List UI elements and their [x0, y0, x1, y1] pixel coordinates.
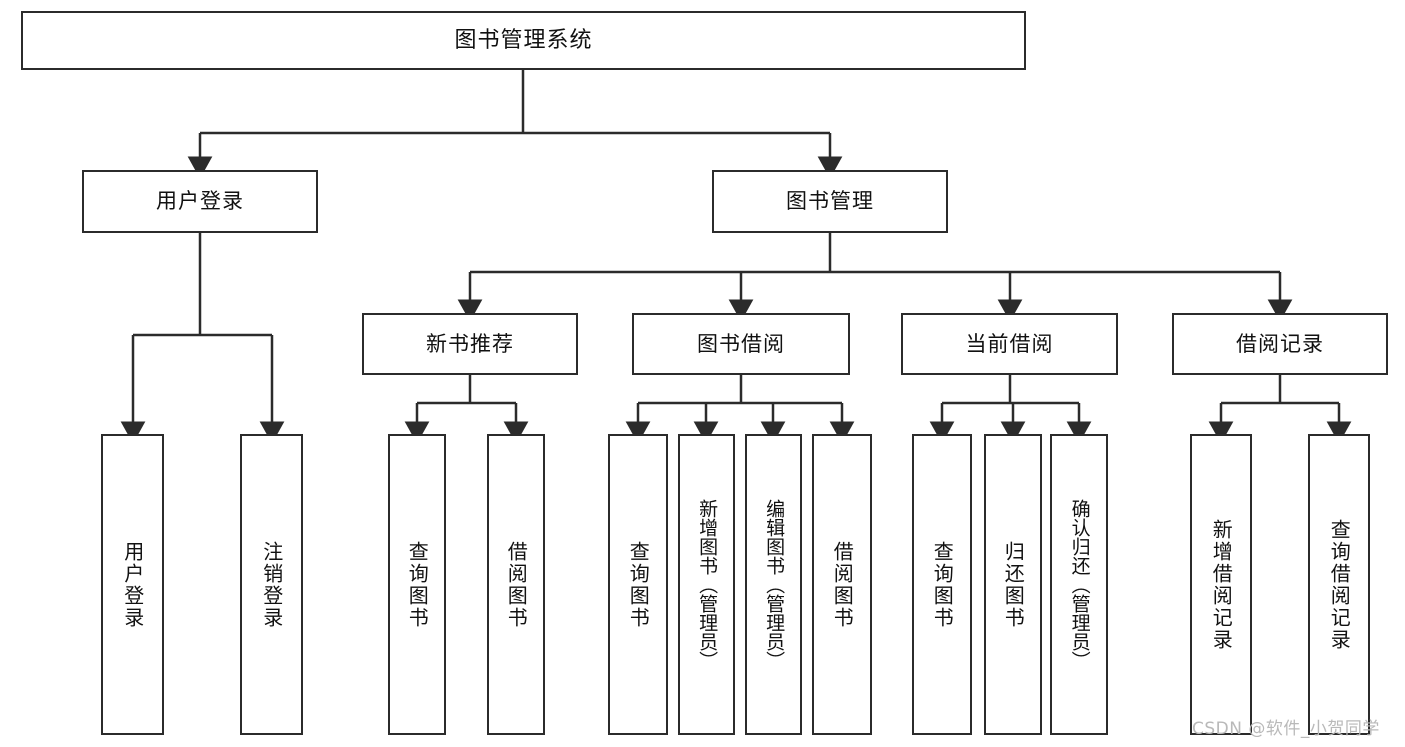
- leaf-borrow-edit-book-label: 编辑图书（管理员）: [763, 499, 786, 670]
- leaf-current-query-book[interactable]: 查询图书: [912, 434, 972, 735]
- leaf-user-logout-label: 注销登录: [259, 540, 284, 629]
- node-user-login-label: 用户登录: [156, 189, 244, 214]
- node-book-manage[interactable]: 图书管理: [712, 170, 948, 233]
- node-current-borrow[interactable]: 当前借阅: [901, 313, 1118, 375]
- node-root[interactable]: 图书管理系统: [21, 11, 1026, 70]
- csdn-watermark: CSDN @软件_小贺同学: [1192, 719, 1380, 739]
- edges-newbookrec-leaves: [404, 375, 529, 444]
- leaf-record-add-label: 新增借阅记录: [1209, 518, 1234, 651]
- leaf-user-login[interactable]: 用户登录: [101, 434, 164, 735]
- leaf-borrow-add-book-label: 新增图书（管理员）: [696, 499, 719, 670]
- node-new-book-rec[interactable]: 新书推荐: [362, 313, 578, 375]
- leaf-record-query[interactable]: 查询借阅记录: [1308, 434, 1370, 735]
- leaf-record-query-label: 查询借阅记录: [1327, 518, 1352, 651]
- leaf-current-confirm-return[interactable]: 确认归还（管理员）: [1050, 434, 1108, 735]
- edges-bookborrow-leaves: [625, 375, 855, 444]
- leaf-user-logout[interactable]: 注销登录: [240, 434, 303, 735]
- leaf-borrow-query-book[interactable]: 查询图书: [608, 434, 668, 735]
- edges-root-level2: [187, 70, 843, 179]
- leaf-borrow-lend-book-label: 借阅图书: [830, 540, 855, 629]
- node-root-label: 图书管理系统: [454, 27, 593, 53]
- edges-borrowrecord-leaves: [1208, 375, 1352, 444]
- leaf-borrow-lend-book[interactable]: 借阅图书: [812, 434, 872, 735]
- node-current-borrow-label: 当前借阅: [965, 331, 1054, 356]
- edges-userlogin-leaves: [120, 233, 285, 444]
- node-user-login[interactable]: 用户登录: [82, 170, 318, 233]
- edges-currentborrow-leaves: [929, 375, 1092, 444]
- leaf-borrow-query-book-label: 查询图书: [626, 540, 651, 629]
- node-book-borrow[interactable]: 图书借阅: [632, 313, 850, 375]
- node-book-borrow-label: 图书借阅: [697, 331, 785, 356]
- leaf-record-add[interactable]: 新增借阅记录: [1190, 434, 1252, 735]
- leaf-current-return-book[interactable]: 归还图书: [984, 434, 1042, 735]
- leaf-rec-borrow-book-label: 借阅图书: [504, 540, 529, 629]
- leaf-rec-query-book-label: 查询图书: [405, 540, 430, 629]
- node-book-manage-label: 图书管理: [786, 189, 874, 214]
- leaf-current-return-book-label: 归还图书: [1001, 540, 1026, 629]
- leaf-borrow-edit-book[interactable]: 编辑图书（管理员）: [745, 434, 802, 735]
- leaf-user-login-label: 用户登录: [120, 540, 145, 629]
- leaf-rec-borrow-book[interactable]: 借阅图书: [487, 434, 545, 735]
- edges-bookmanage-level3: [457, 233, 1293, 322]
- leaf-current-query-book-label: 查询图书: [930, 540, 955, 629]
- leaf-borrow-add-book[interactable]: 新增图书（管理员）: [678, 434, 735, 735]
- node-new-book-rec-label: 新书推荐: [426, 331, 514, 356]
- node-borrow-record-label: 借阅记录: [1236, 331, 1324, 356]
- leaf-current-confirm-return-label: 确认归还（管理员）: [1068, 499, 1091, 670]
- node-borrow-record[interactable]: 借阅记录: [1172, 313, 1388, 375]
- leaf-rec-query-book[interactable]: 查询图书: [388, 434, 446, 735]
